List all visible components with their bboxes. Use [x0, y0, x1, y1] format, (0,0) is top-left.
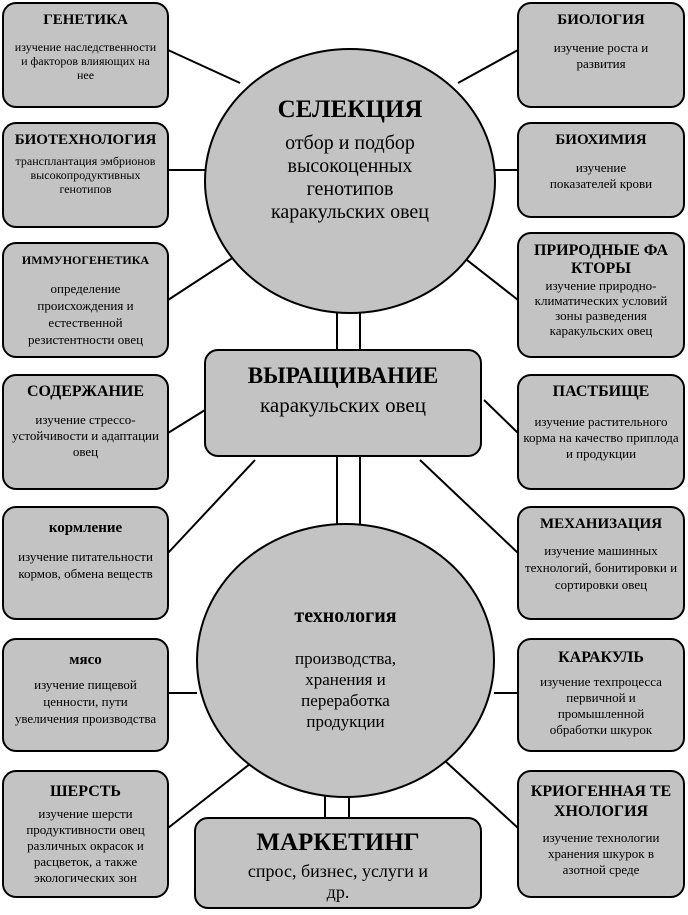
box-desc: изучение техпроцесса первичной и промышл…: [540, 674, 662, 737]
box-desc: трансплантация эмбрионов высокопродуктив…: [15, 154, 156, 196]
box-title: кормление: [48, 520, 123, 536]
biotechnology-box: БИОТЕХНОЛОГИЯ трансплантация эмбрионов в…: [2, 122, 169, 228]
genetics-box: ГЕНЕТИКА изучение наследственности и фак…: [2, 2, 169, 108]
box-desc: изучение показателей крови: [549, 160, 653, 191]
keeping-box: СОДЕРЖАНИЕ изучение стрессо-устойчивости…: [2, 374, 169, 490]
box-desc: изучение шерсти продуктивности овец разл…: [26, 806, 145, 885]
technology-title: технология: [294, 605, 397, 627]
growing-title: ВЫРАЩИВАНИЕ: [247, 363, 439, 388]
box-desc: изучение машинных технологий, бонитировк…: [524, 543, 678, 592]
box-desc: определение происхождения и естественной…: [27, 281, 144, 347]
box-title: ШЕРСТЬ: [49, 783, 121, 800]
marketing-title: МАРКЕТИНГ: [256, 829, 420, 856]
mechanization-box: МЕХАНИЗАЦИЯ изучение машинных технологий…: [517, 506, 685, 620]
feeding-box: кормление изучение питательности кормов,…: [2, 506, 169, 620]
box-desc: изучение растительного корма на качество…: [523, 414, 679, 461]
selection-circle: СЕЛЕКЦИЯ отбор и подбор высокоценных ген…: [204, 48, 496, 314]
box-title: КРИОГЕННАЯ ТЕХНОЛОГИЯ: [530, 783, 672, 820]
marketing-box: МАРКЕТИНГ спрос, бизнес, услуги и др.: [194, 817, 482, 909]
technology-circle: технология производства, хранения и пере…: [196, 523, 495, 798]
box-title: мясо: [69, 652, 102, 668]
box-desc: изучение природно-климатических условий …: [534, 278, 668, 338]
technology-desc: производства, хранения и переработка про…: [294, 649, 397, 731]
box-title: МЕХАНИЗАЦИЯ: [539, 516, 663, 532]
marketing-desc: спрос, бизнес, услуги и др.: [247, 861, 429, 902]
natural-factors-box: ПРИРОДНЫЕ ФАКТОРЫ изучение природно-клим…: [517, 232, 685, 358]
growing-box: ВЫРАЩИВАНИЕ каракульских овец: [204, 349, 482, 457]
pasture-box: ПАСТБИЩЕ изучение растительного корма на…: [517, 374, 685, 490]
box-title: БИОЛОГИЯ: [557, 12, 645, 28]
biology-box: БИОЛОГИЯ изучение роста и развития: [517, 2, 685, 108]
box-desc: изучение пищевой ценности, пути увеличен…: [14, 677, 157, 726]
box-desc: изучение стрессо-устойчивости и адаптаци…: [12, 412, 159, 459]
box-title: ПРИРОДНЫЕ ФАКТОРЫ: [533, 242, 669, 277]
biochemistry-box: БИОХИМИЯ изучение показателей крови: [517, 122, 685, 218]
box-desc: изучение питательности кормов, обмена ве…: [18, 549, 153, 581]
growing-desc: каракульских овец: [260, 393, 426, 417]
cryogenic-technology-box: КРИОГЕННАЯ ТЕХНОЛОГИЯ изучение технологи…: [517, 770, 685, 898]
immunogenetics-box: ИММУНОГЕНЕТИКА определение происхождения…: [2, 242, 169, 358]
box-title: БИОТЕХНОЛОГИЯ: [14, 132, 157, 148]
karakul-box: КАРАКУЛЬ изучение техпроцесса первичной …: [517, 638, 685, 752]
selection-title: СЕЛЕКЦИЯ: [277, 96, 423, 123]
box-desc: изучение технологии хранения шкурок в аз…: [542, 830, 660, 877]
box-title: ПАСТБИЩЕ: [552, 383, 650, 400]
box-title: ИММУНОГЕНЕТИКА: [21, 253, 150, 267]
box-title: БИОХИМИЯ: [555, 132, 647, 148]
box-title: ГЕНЕТИКА: [43, 12, 128, 28]
box-desc: изучение наследственности и факторов вли…: [14, 40, 157, 82]
box-desc: изучение роста и развития: [553, 40, 649, 71]
selection-desc: отбор и подбор высокоценных генотипов ка…: [270, 132, 430, 223]
box-title: КАРАКУЛЬ: [558, 649, 644, 666]
box-title: СОДЕРЖАНИЕ: [26, 383, 145, 400]
meat-box: мясо изучение пищевой ценности, пути уве…: [2, 638, 169, 752]
wool-box: ШЕРСТЬ изучение шерсти продуктивности ов…: [2, 770, 169, 898]
